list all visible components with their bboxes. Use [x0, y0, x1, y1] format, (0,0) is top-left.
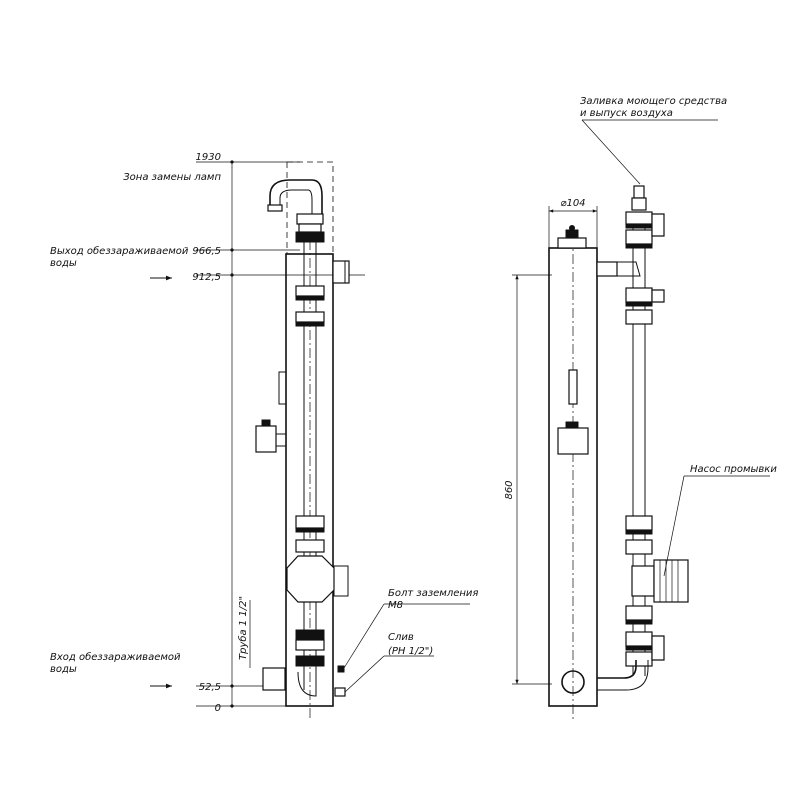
left-dimension-lines: [196, 160, 365, 708]
inlet-label-2: воды: [50, 664, 77, 675]
outlet-nozzle: [332, 260, 350, 284]
pump-label: Насос промывки: [690, 464, 777, 475]
flush-pump: [631, 559, 689, 603]
outlet-label-2: воды: [50, 258, 77, 269]
inlet-elbow: [262, 667, 317, 697]
lamp-zone-label: Зона замены ламп: [123, 172, 221, 183]
drain-label-1: Слив: [388, 632, 414, 643]
outlet-label-1: Выход обеззараживаемой: [50, 245, 189, 257]
bolt-label-2: М8: [388, 600, 403, 611]
dim-966: 966,5: [192, 246, 221, 257]
sight-glass: [568, 369, 578, 405]
left-valve: [286, 555, 349, 603]
right-sensor: [557, 427, 589, 455]
left-view: 1930 Зона замены ламп 966,5 912,5 52,5 0…: [50, 152, 478, 720]
pipe-label: Труба 1 1/2": [237, 596, 249, 660]
dim-912: 912,5: [192, 272, 221, 283]
drain-label-2: (РН 1/2"): [388, 646, 433, 657]
dim-0: 0: [215, 703, 221, 714]
ground-bolt: [337, 665, 345, 673]
left-housing: [285, 253, 334, 707]
inlet-port: [561, 670, 585, 694]
inlet-label-1: Вход обеззараживаемой: [50, 651, 181, 663]
detergent-label-2: и выпуск воздуха: [580, 108, 673, 119]
dim-height: 860: [504, 480, 515, 499]
bottom-elbow: [597, 660, 637, 679]
right-fittings: [625, 211, 665, 667]
left-fittings: [295, 213, 325, 667]
top-vent: [631, 185, 647, 211]
dim-1930: 1930: [196, 152, 221, 163]
uv-sensor: [255, 419, 287, 453]
detergent-label-1: Заливка моющего средства: [580, 96, 727, 107]
top-elbow: [267, 179, 323, 216]
dim-52: 52,5: [199, 682, 221, 693]
drain-valve: [334, 687, 346, 697]
right-outlet: [596, 261, 641, 277]
dim-diameter: ⌀104: [560, 198, 585, 209]
bolt-label-1: Болт заземления: [388, 588, 478, 599]
right-view: ⌀104 860 Заливка моющего средства и выпу…: [504, 96, 777, 720]
housing-bracket: [278, 371, 287, 405]
top-cap: [557, 225, 587, 249]
